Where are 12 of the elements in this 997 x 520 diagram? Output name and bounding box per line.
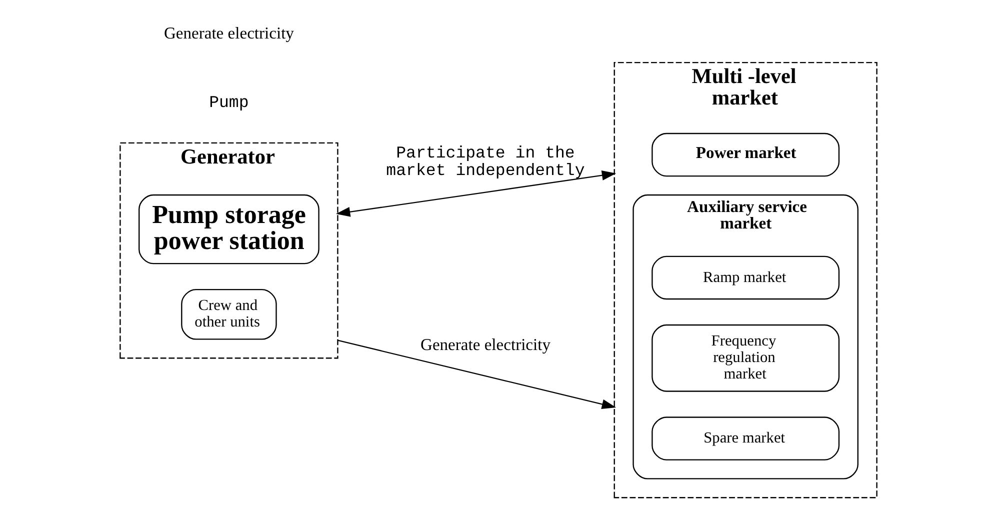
node-box: Ramp market [652, 256, 840, 300]
node-box: Frequency regulation market [652, 324, 840, 392]
node-box: Pump storage power station [138, 194, 320, 264]
edge-label: Generate electricity [420, 335, 550, 354]
label: Generate electricity [164, 24, 294, 43]
node-box: Crew and other units [181, 288, 277, 340]
arrow [336, 170, 616, 217]
edge-label: Participate in the market independently [386, 143, 585, 180]
node-box: Spare market [652, 416, 840, 460]
label: Pump [209, 93, 249, 112]
arrow [338, 340, 616, 410]
node-box: Power market [652, 132, 840, 177]
